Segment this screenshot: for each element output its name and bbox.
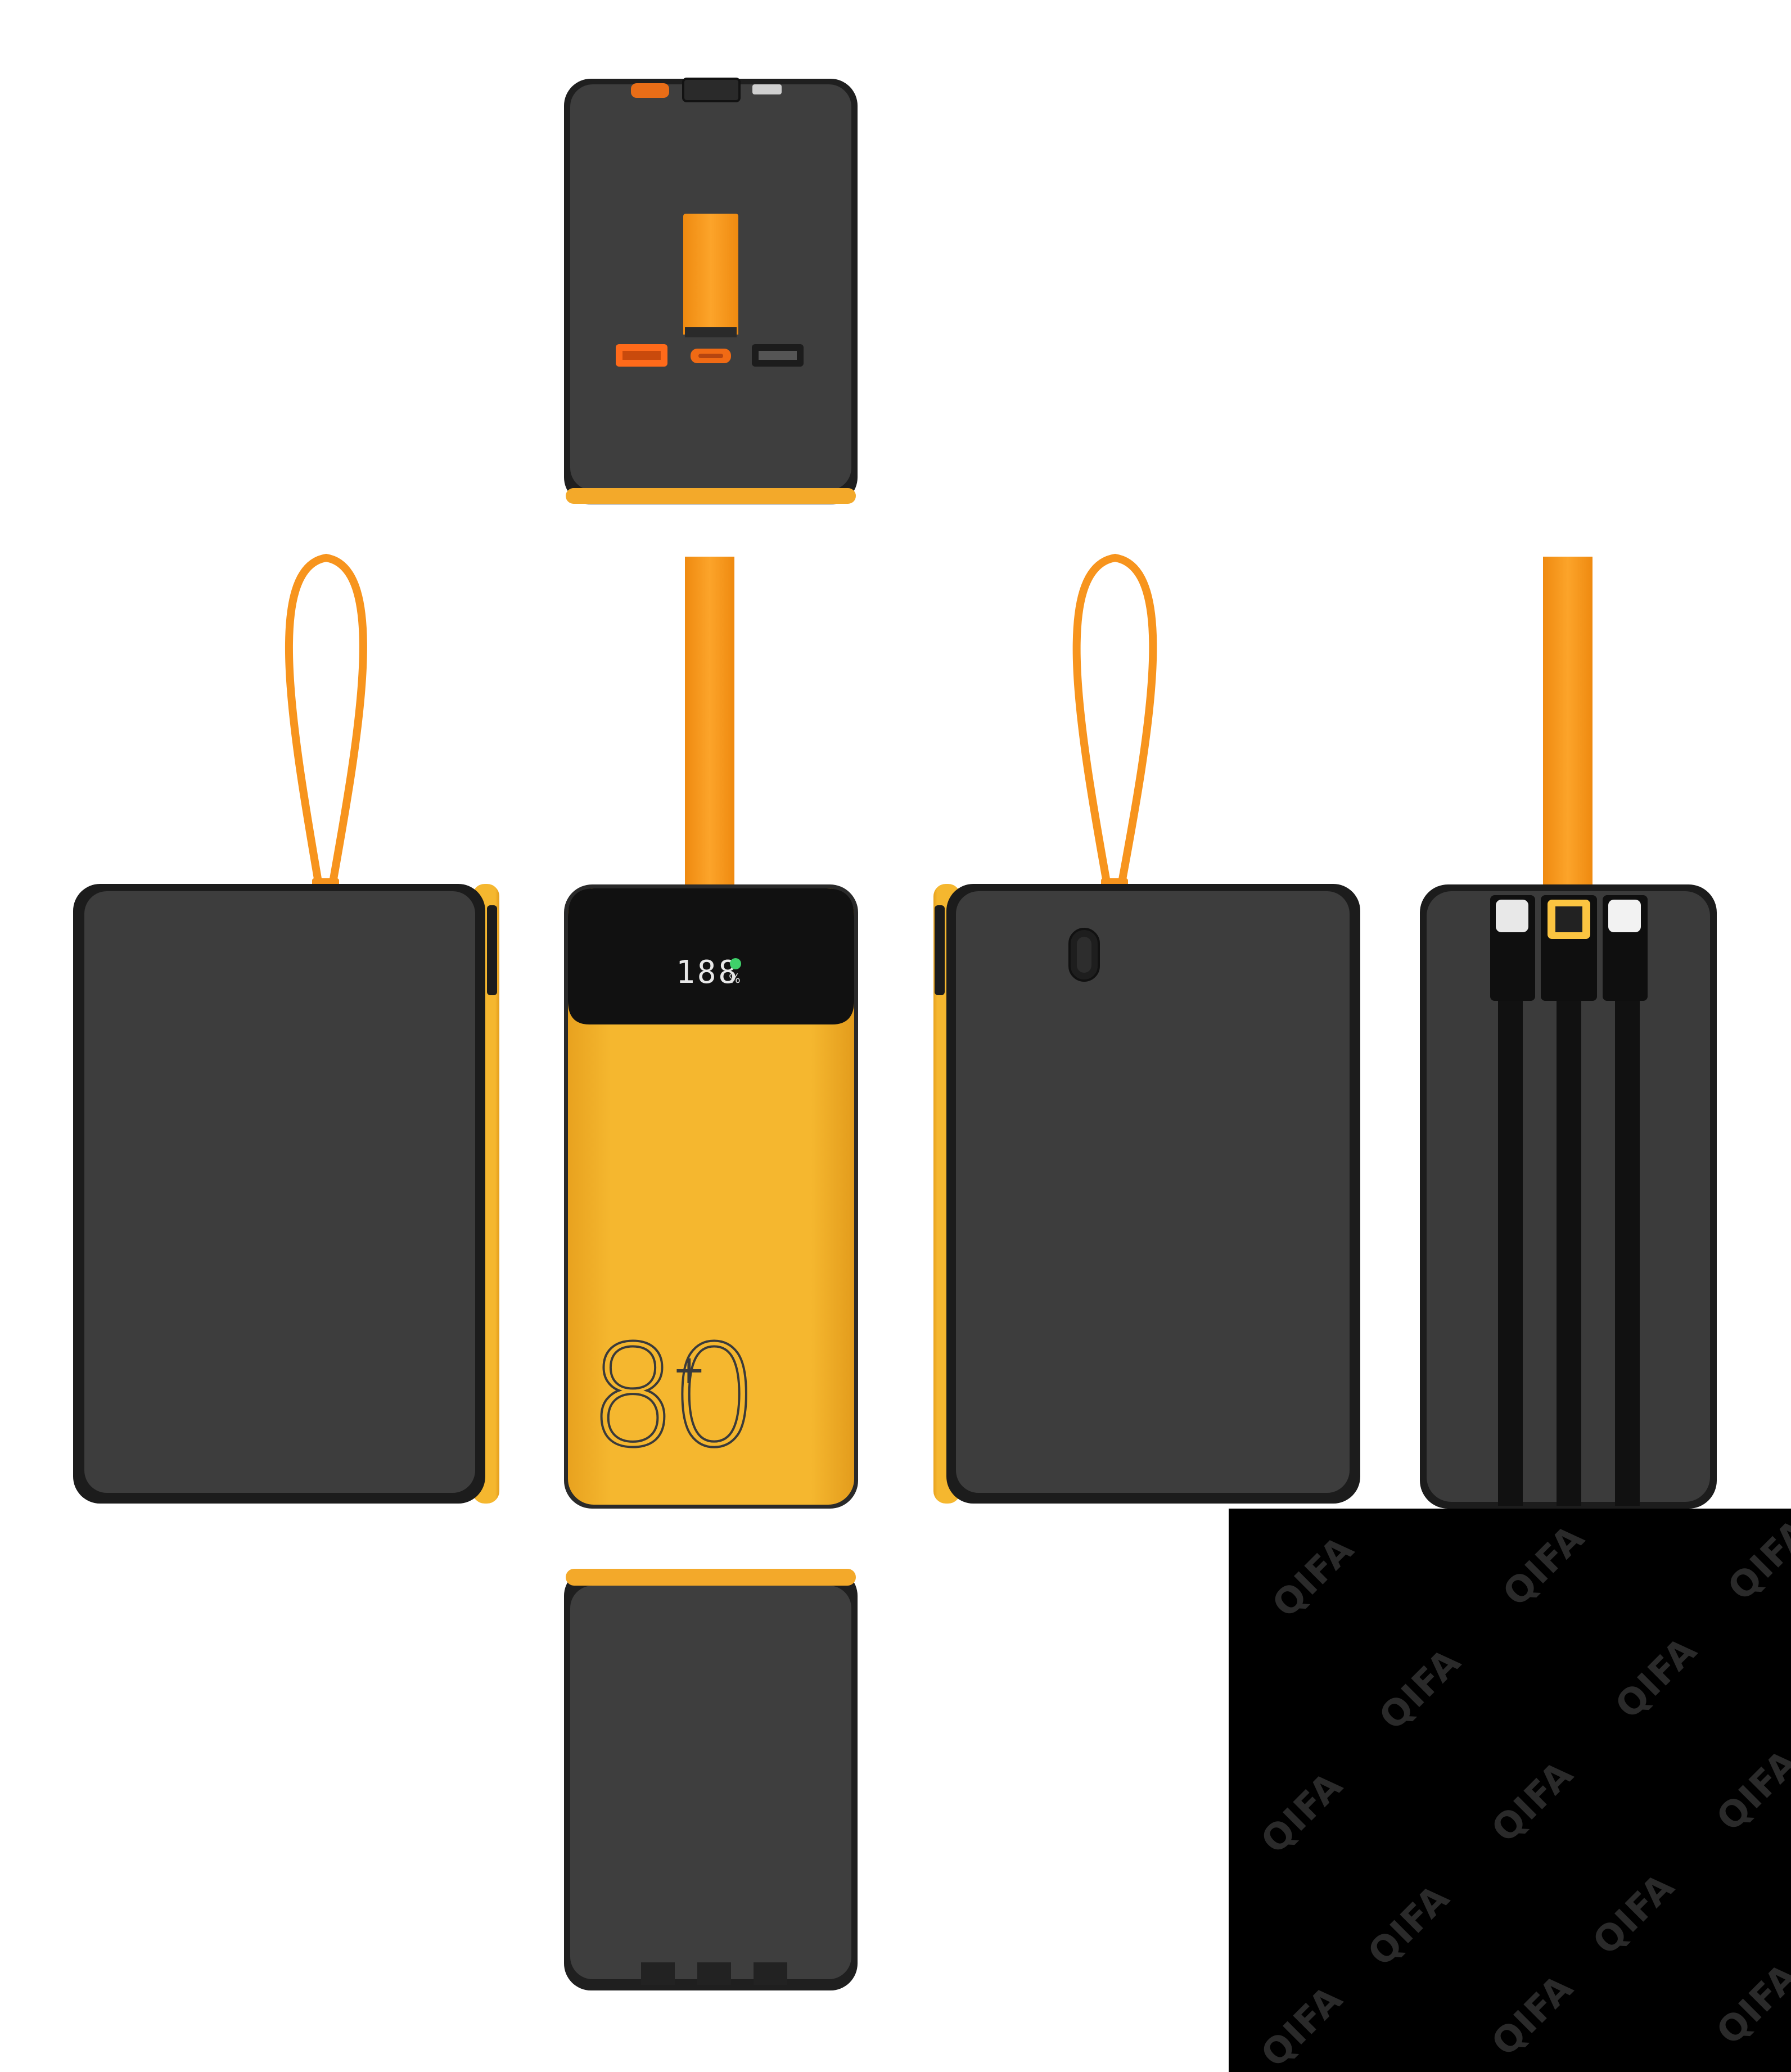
display-unit: % bbox=[729, 972, 741, 986]
top-view bbox=[564, 78, 858, 504]
top-view-strap bbox=[683, 214, 738, 335]
bottom-view bbox=[564, 1569, 858, 1990]
right-side-view bbox=[933, 553, 1360, 1504]
top-view-yellow-band bbox=[566, 488, 856, 504]
left-side-view bbox=[73, 553, 499, 1504]
cable-type-c bbox=[1615, 1001, 1640, 1506]
capacity-numeral: 80 bbox=[588, 1315, 751, 1478]
cable-usb bbox=[1557, 1001, 1581, 1506]
display-panel bbox=[568, 888, 854, 1024]
capacity-suffix: + bbox=[673, 1347, 706, 1393]
usb-c-port-icon bbox=[631, 83, 669, 98]
usb-c-port-icon bbox=[1608, 900, 1641, 932]
front-view: 188 % 80 + bbox=[564, 557, 858, 1509]
cable-lightning bbox=[1498, 1001, 1523, 1506]
front-view-strap bbox=[685, 557, 734, 894]
lightning-connector-icon bbox=[1496, 900, 1528, 932]
thin-cord-loop bbox=[285, 553, 367, 892]
micro-usb-connector-icon bbox=[682, 78, 741, 102]
back-view bbox=[1420, 557, 1717, 1509]
thin-cord-loop bbox=[1072, 553, 1157, 892]
back-view-strap bbox=[1543, 557, 1592, 894]
charging-bolt-icon bbox=[730, 958, 741, 969]
display-digits: 188 bbox=[676, 954, 739, 991]
